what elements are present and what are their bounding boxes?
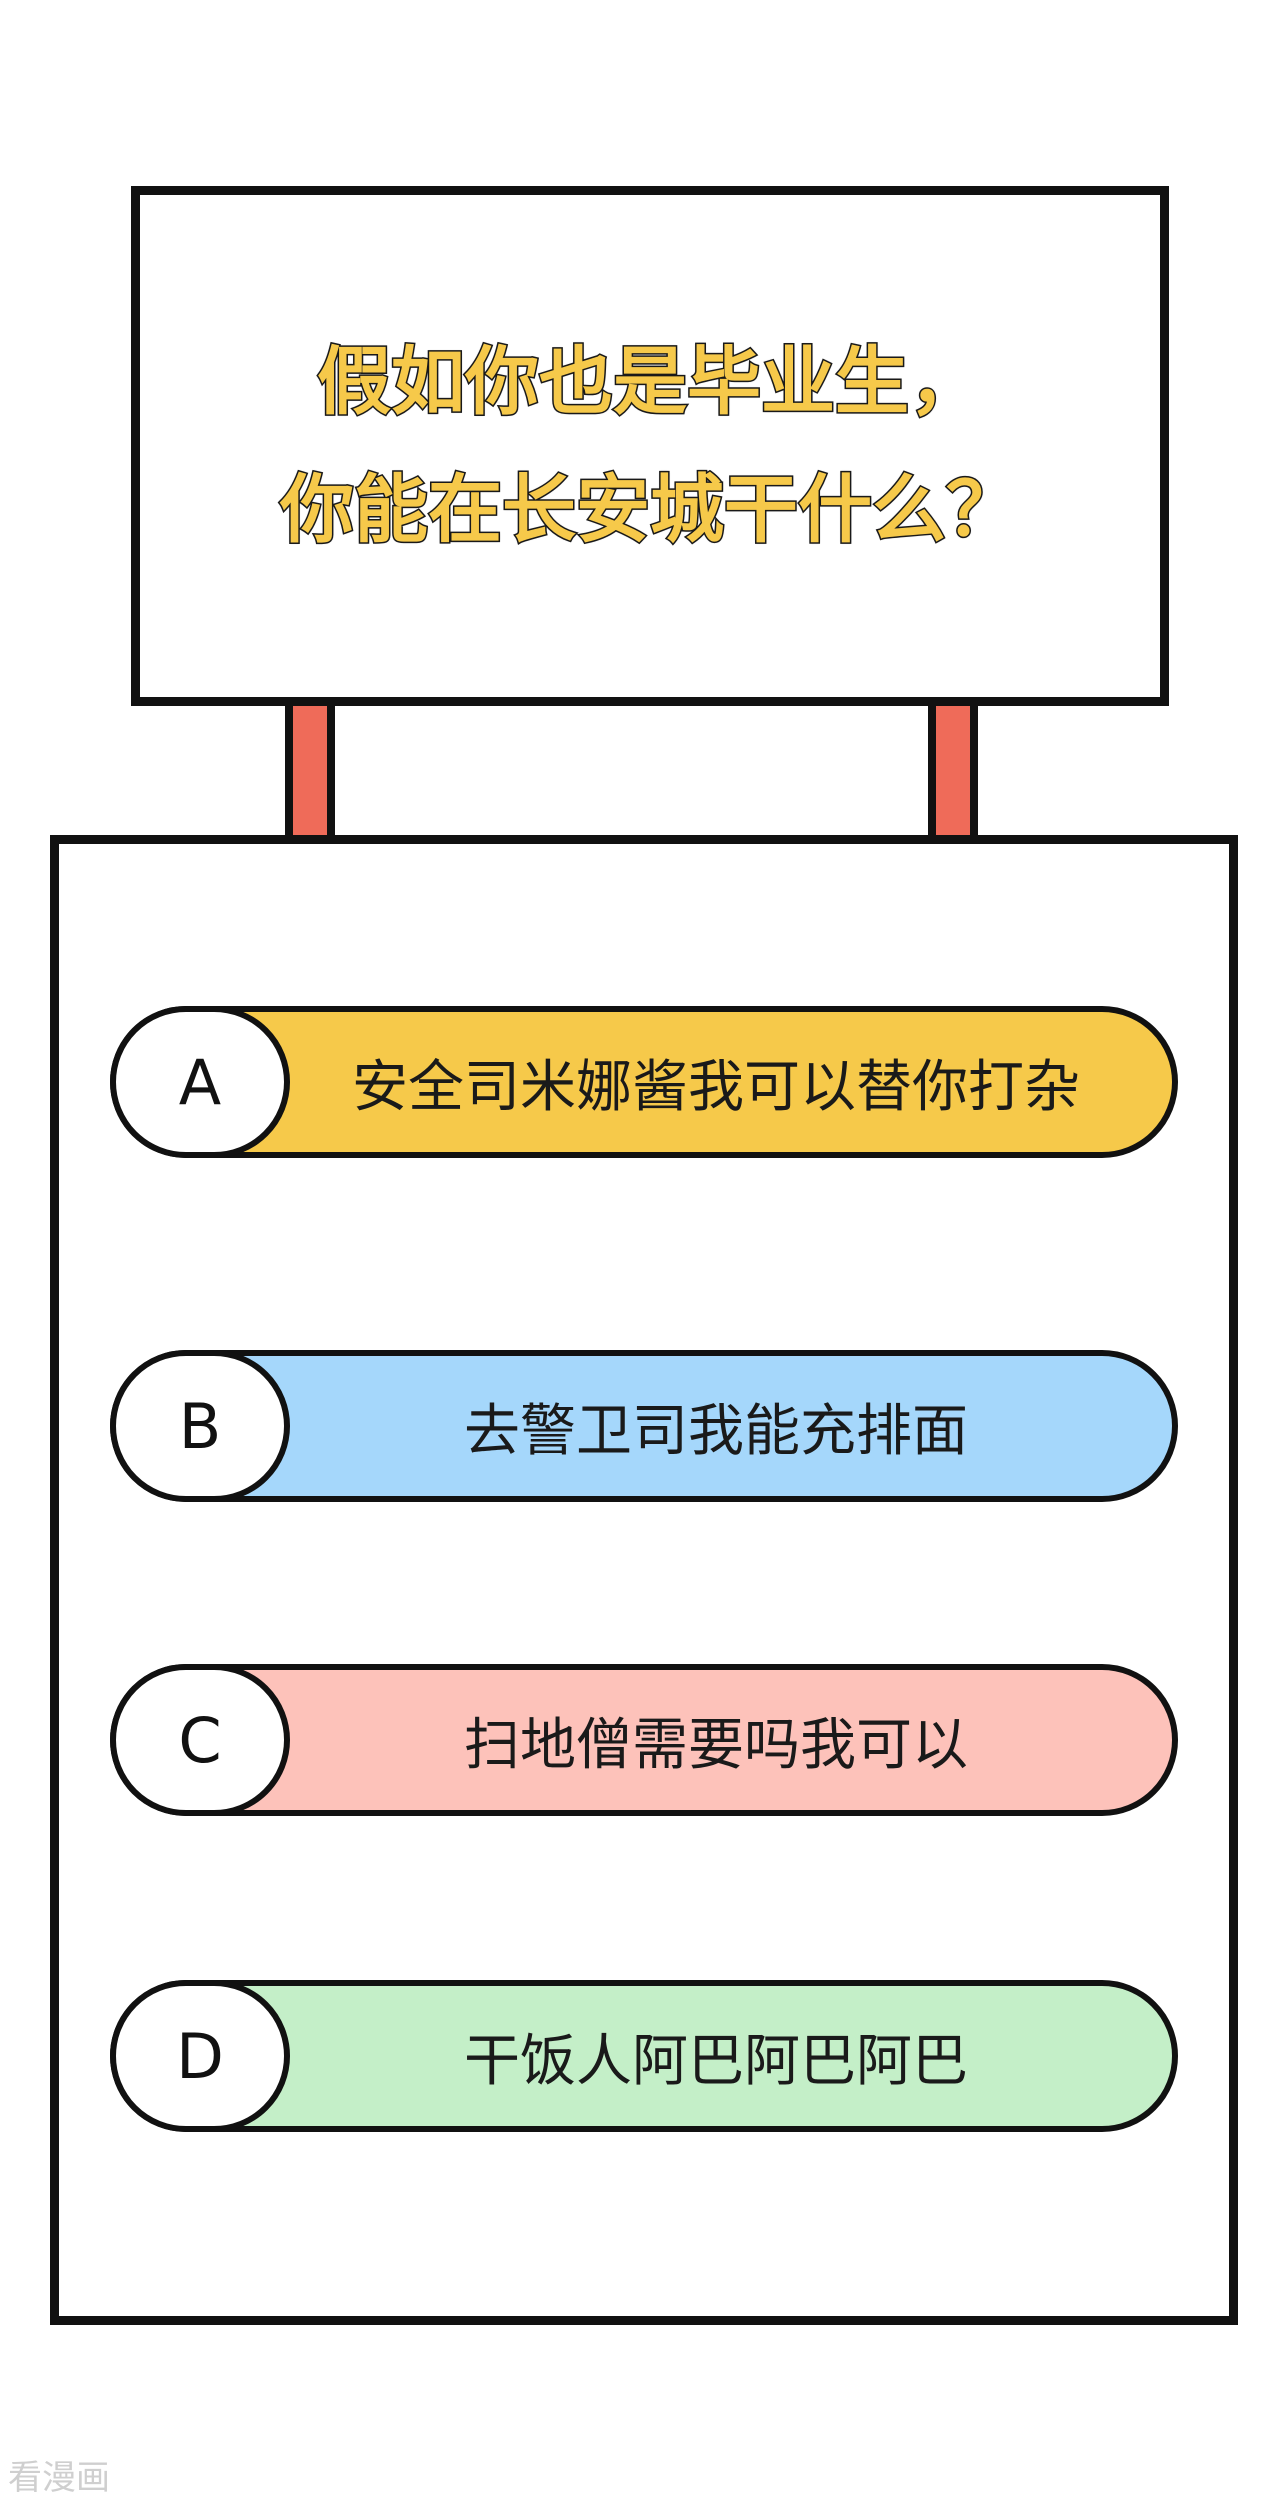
- option-d-letter: D: [110, 1980, 290, 2132]
- option-a[interactable]: A 安全司米娜酱我可以替你打杂: [110, 1006, 1178, 1158]
- option-d-text: 干饭人阿巴阿巴阿巴: [464, 2028, 968, 2094]
- option-b[interactable]: B 去警卫司我能充排面: [110, 1350, 1178, 1502]
- option-b-letter: B: [110, 1350, 290, 1502]
- question-sign: 假如你也是毕业生， 你能在长安城干什么？: [131, 186, 1169, 706]
- option-c[interactable]: C 扫地僧需要吗我可以: [110, 1664, 1178, 1816]
- option-a-letter: A: [110, 1006, 290, 1158]
- watermark: 看漫画: [8, 2458, 110, 2498]
- option-b-text: 去警卫司我能充排面: [464, 1398, 968, 1464]
- option-d[interactable]: D 干饭人阿巴阿巴阿巴: [110, 1980, 1178, 2132]
- sign-post-left: [285, 706, 335, 842]
- question-line-1: 假如你也是毕业生，: [316, 338, 985, 427]
- option-c-letter: C: [110, 1664, 290, 1816]
- option-c-text: 扫地僧需要吗我可以: [464, 1712, 968, 1778]
- question-line-2: 你能在长安城干什么？: [279, 466, 1022, 555]
- option-a-text: 安全司米娜酱我可以替你打杂: [352, 1054, 1080, 1120]
- sign-post-right: [928, 706, 978, 842]
